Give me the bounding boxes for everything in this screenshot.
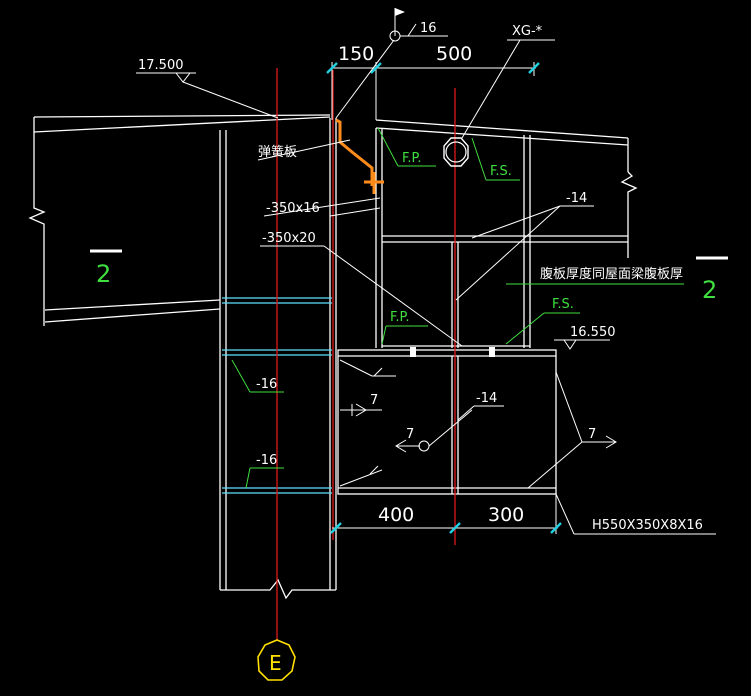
plate-350x16-label: -350x16 [266, 201, 320, 216]
beam-section-label: H550X350X8X16 [592, 518, 703, 533]
weld-symbol-d [527, 371, 617, 489]
weld-flag-icon [395, 8, 405, 16]
fs-top-label: F.S. [490, 164, 512, 179]
bottom-dimension-ticks [330, 522, 562, 534]
weld-7-b-label: 7 [406, 427, 414, 442]
plate-16-a-leader [231, 359, 284, 393]
fp-bottom-leader [381, 325, 428, 345]
member-tag-label: XG-* [512, 24, 543, 39]
dim-500: 500 [436, 43, 472, 65]
section-mark-left: 2 [96, 260, 111, 288]
right-roof-beam [375, 119, 638, 348]
fp-top-label: F.P. [402, 151, 421, 166]
weld-markers [410, 347, 495, 357]
spring-plate-label: 弹簧板 [258, 144, 297, 160]
weld-7-c-label: 7 [588, 427, 596, 442]
elevation-top-label: 17.500 [138, 58, 184, 73]
plate-350x16-leader [263, 197, 381, 217]
web-thickness-note: 腹板厚度同屋面梁腹板厚 [540, 266, 683, 282]
fs-top-leader [471, 137, 520, 181]
elevation-top-symbol [136, 72, 279, 119]
weld-symbol-a [339, 359, 396, 377]
lower-bracket [337, 349, 557, 495]
plate-14-mid-label: -14 [476, 391, 497, 406]
fp-bottom-label: F.P. [390, 310, 409, 325]
fs-bottom-leader [505, 312, 580, 345]
weld-7-a-label: 7 [370, 393, 378, 408]
plate-350x20-label: -350x20 [262, 231, 316, 246]
grid-axis-label: E [269, 651, 282, 675]
weld-flag-top [335, 8, 448, 119]
plate-16-a-label: -16 [256, 377, 277, 392]
elevation-bottom-symbol [554, 339, 610, 350]
section-mark-right: 2 [702, 276, 717, 304]
plate-14-top-leader [455, 205, 594, 301]
beam-section-leader [555, 493, 716, 535]
fp-top-leader [377, 127, 436, 167]
brace-section-icon [443, 137, 469, 167]
elevation-bottom-label: 16.550 [570, 325, 616, 340]
plate-14-top-label: -14 [566, 191, 587, 206]
plate-14-mid-leader [457, 405, 504, 421]
top-dimension-ticks [326, 62, 540, 74]
plate-16-b-leader [245, 467, 284, 489]
spring-plate-purlin [335, 118, 384, 194]
fs-bottom-label: F.S. [552, 297, 574, 312]
weld-size-top-label: 16 [420, 21, 437, 36]
left-roof-beam [28, 114, 331, 326]
xg-leader [461, 39, 555, 139]
weld-symbol-b [340, 403, 382, 417]
column [219, 118, 337, 600]
axis-centerlines [276, 68, 456, 640]
weld-symbol-c [395, 409, 473, 453]
grid-axis-bubble [257, 639, 296, 681]
weld-symbol-e [339, 465, 383, 487]
plate-16-b-label: -16 [256, 453, 277, 468]
dim-300: 300 [488, 504, 524, 526]
dim-150: 150 [338, 43, 374, 65]
dim-400: 400 [378, 504, 414, 526]
plate-350x20-leader [260, 245, 463, 347]
